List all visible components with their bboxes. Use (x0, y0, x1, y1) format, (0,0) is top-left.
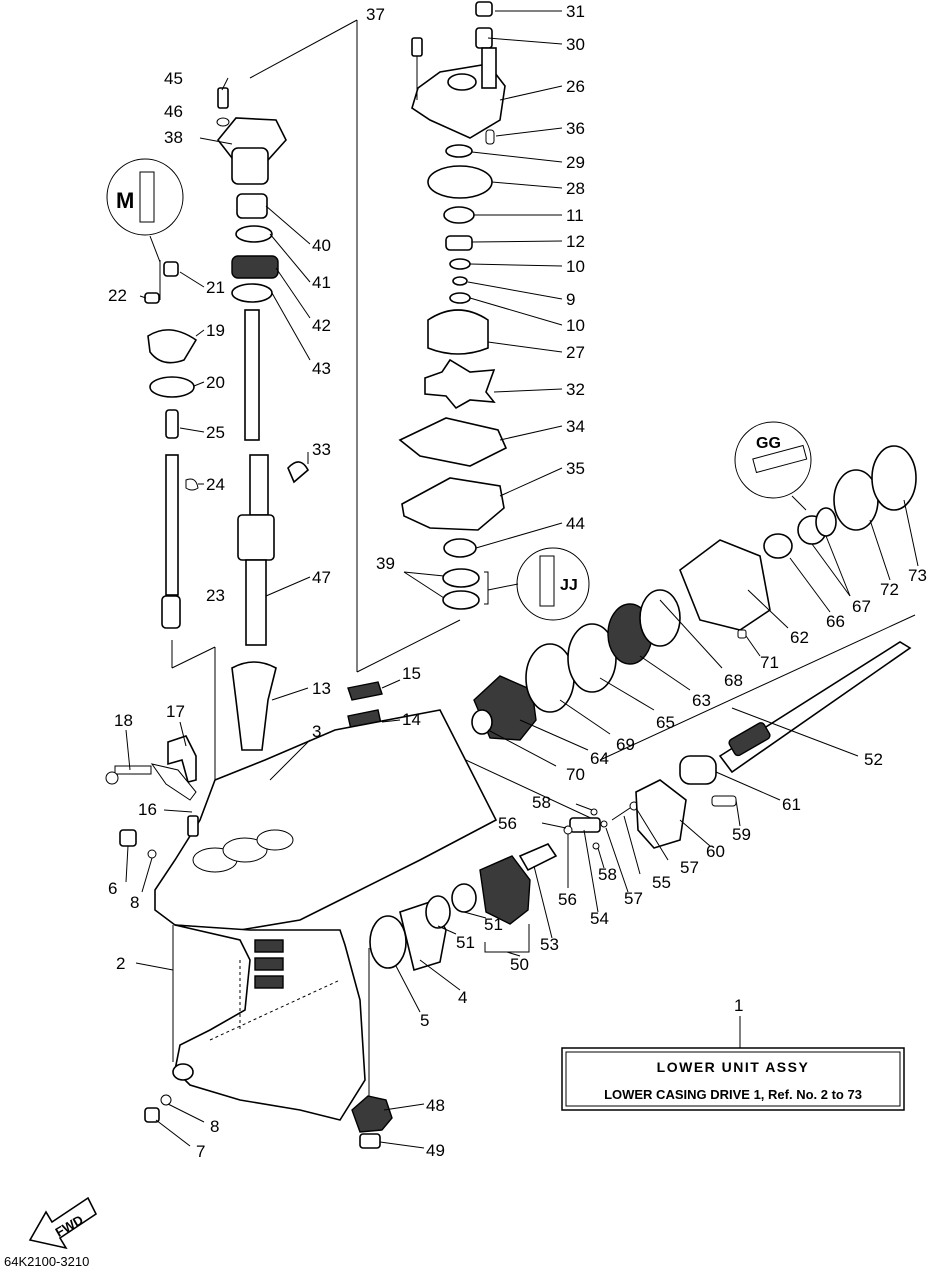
callout-8b: 8 (210, 1117, 219, 1136)
callout-18: 18 (114, 711, 133, 730)
callout-41: 41 (312, 273, 331, 292)
parts-drawing (105, 1, 917, 1149)
callout-39: 39 (376, 554, 395, 573)
callout-61: 61 (782, 795, 801, 814)
callout-59: 59 (732, 825, 751, 844)
callout-51a: 51 (456, 933, 475, 952)
callout-40: 40 (312, 236, 331, 255)
sealant-mark-jj (487, 547, 590, 621)
callout-9: 9 (566, 290, 575, 309)
callout-56a: 56 (498, 814, 517, 833)
callout-43: 43 (312, 359, 331, 378)
callout-54: 54 (590, 909, 609, 928)
callout-73: 73 (908, 566, 927, 585)
callout-31: 31 (566, 2, 585, 21)
callout-13: 13 (312, 679, 331, 698)
callout-60: 60 (706, 842, 725, 861)
callout-6: 6 (108, 879, 117, 898)
callout-62: 62 (790, 628, 809, 647)
assembly-label-box: 1 LOWER UNIT ASSY LOWER CASING DRIVE 1, … (561, 996, 905, 1111)
lower-casing (154, 709, 498, 1121)
callout-68: 68 (724, 671, 743, 690)
callout-28: 28 (566, 179, 585, 198)
callout-2: 2 (116, 954, 125, 973)
fwd-arrow-icon: FWD (28, 1196, 98, 1250)
callout-51b: 51 (484, 915, 503, 934)
callout-29: 29 (566, 153, 585, 172)
callout-14: 14 (402, 710, 421, 729)
callout-57b: 57 (624, 889, 643, 908)
callout-46: 46 (164, 102, 183, 121)
callout-16: 16 (138, 800, 157, 819)
sealant-mark-gg-label: GG (756, 435, 781, 452)
callout-25: 25 (206, 423, 225, 442)
callout-47: 47 (312, 568, 331, 587)
callout-8a: 8 (130, 893, 139, 912)
callout-48: 48 (426, 1096, 445, 1115)
callout-42: 42 (312, 316, 331, 335)
callout-57a: 57 (680, 858, 699, 877)
sealant-mark-m-label: M (116, 188, 134, 213)
callout-12: 12 (566, 232, 585, 251)
callout-3: 3 (312, 722, 321, 741)
sealant-mark-m (106, 158, 184, 263)
callout-numbers: 31 37 30 26 45 46 36 38 29 28 11 40 12 1… (108, 2, 927, 1161)
callout-10a: 10 (566, 257, 585, 276)
callout-19: 19 (206, 321, 225, 340)
callout-4: 4 (458, 988, 467, 1007)
drawing-code: 64K2100-3210 (4, 1254, 89, 1269)
callout-1: 1 (734, 996, 743, 1015)
callout-30: 30 (566, 35, 585, 54)
assembly-title: LOWER UNIT ASSY (657, 1059, 810, 1075)
sealant-mark-jj-label: JJ (560, 577, 578, 594)
callout-leaders (125, 10, 919, 1149)
callout-20: 20 (206, 373, 225, 392)
callout-24: 24 (206, 475, 225, 494)
callout-15: 15 (402, 664, 421, 683)
callout-38: 38 (164, 128, 183, 147)
assembly-subtitle: LOWER CASING DRIVE 1, Ref. No. 2 to 73 (604, 1087, 862, 1102)
callout-64: 64 (590, 749, 609, 768)
callout-22: 22 (108, 286, 127, 305)
callout-72: 72 (880, 580, 899, 599)
callout-55: 55 (652, 873, 671, 892)
callout-27: 27 (566, 343, 585, 362)
seal-stack (443, 206, 475, 304)
callout-10b: 10 (566, 316, 585, 335)
water-pump-housing (411, 1, 506, 145)
callout-53: 53 (540, 935, 559, 954)
callout-17: 17 (166, 702, 185, 721)
callout-58b: 58 (598, 865, 617, 884)
callout-5: 5 (420, 1011, 429, 1030)
callout-69: 69 (616, 735, 635, 754)
callout-36: 36 (566, 119, 585, 138)
callout-65: 65 (656, 713, 675, 732)
callout-52: 52 (864, 750, 883, 769)
callout-63: 63 (692, 691, 711, 710)
callout-33: 33 (312, 440, 331, 459)
callout-70: 70 (566, 765, 585, 784)
shift-rod-assembly (144, 261, 199, 629)
callout-44: 44 (566, 514, 585, 533)
callout-11: 11 (566, 206, 584, 225)
callout-32: 32 (566, 380, 585, 399)
callout-26: 26 (566, 77, 585, 96)
callout-67: 67 (852, 597, 871, 616)
callout-49: 49 (426, 1141, 445, 1160)
callout-35: 35 (566, 459, 585, 478)
callout-21: 21 (206, 278, 225, 297)
callout-58a: 58 (532, 793, 551, 812)
callout-23: 23 (206, 586, 225, 605)
callout-50: 50 (510, 955, 529, 974)
callout-71: 71 (760, 653, 779, 672)
callout-37: 37 (366, 5, 385, 24)
callout-56b: 56 (558, 890, 577, 909)
callout-7: 7 (196, 1142, 205, 1161)
callout-45: 45 (164, 69, 183, 88)
callout-34: 34 (566, 417, 585, 436)
callout-66: 66 (826, 612, 845, 631)
sealant-mark-gg (734, 421, 812, 511)
